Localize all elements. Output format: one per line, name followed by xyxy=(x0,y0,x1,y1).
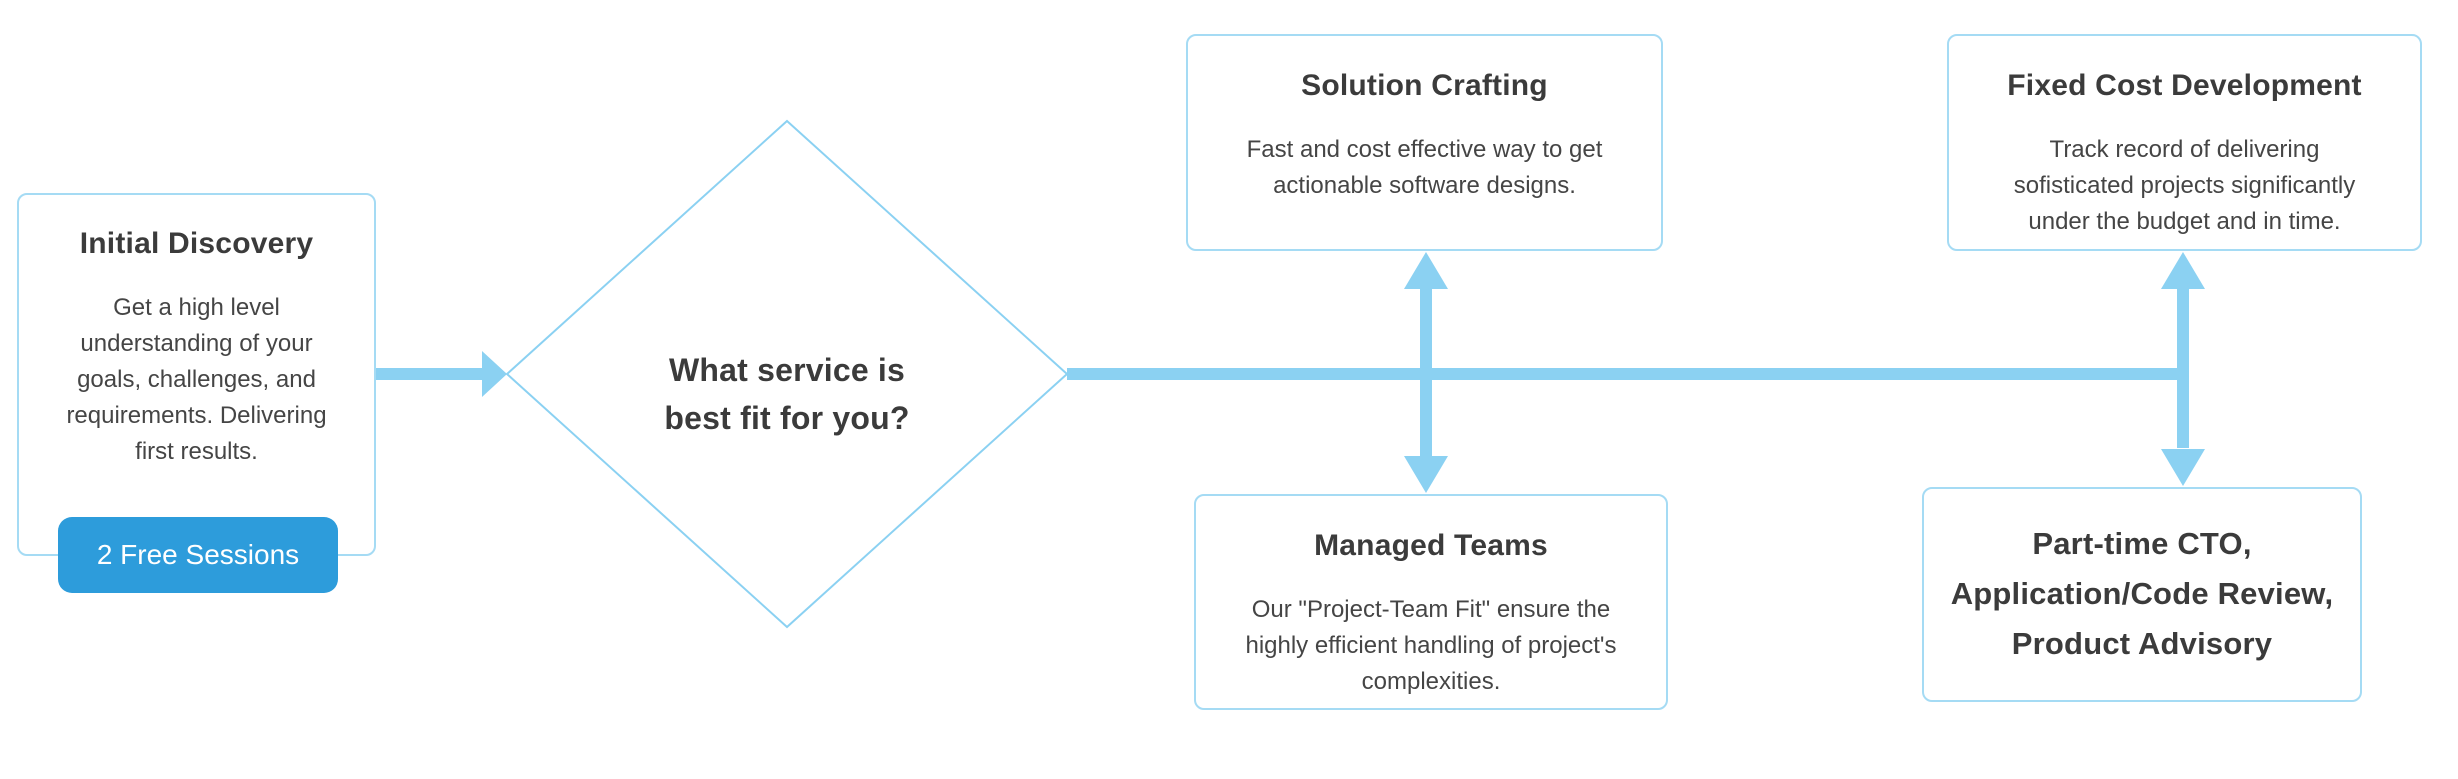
connector-fixed-cto xyxy=(2161,252,2205,486)
node-solution-crafting: Solution Crafting Fast and cost effectiv… xyxy=(1186,34,1663,251)
node-body: Our "Project-Team Fit" ensure the highly… xyxy=(1245,596,1617,695)
node-body: Get a high level understanding of your g… xyxy=(66,294,327,465)
node-managed-teams: Managed Teams Our "Project-Team Fit" ens… xyxy=(1194,494,1668,710)
node-body: Fast and cost effective way to get actio… xyxy=(1246,136,1603,199)
decision-diamond-label: What service is best fit for you? xyxy=(664,352,910,436)
node-part-time-cto: Part-time CTO, Application/Code Review, … xyxy=(1922,487,2362,702)
node-fixed-cost-development: Fixed Cost Development Track record of d… xyxy=(1947,34,2422,251)
node-body: Track record of delivering sofisticated … xyxy=(2013,136,2356,235)
node-title: Solution Crafting xyxy=(1301,69,1548,102)
node-initial-discovery: Initial Discovery Get a high level under… xyxy=(17,193,376,556)
node-title: Initial Discovery xyxy=(79,227,314,260)
free-sessions-button[interactable]: 2 Free Sessions xyxy=(58,517,338,593)
flow-line-main xyxy=(1067,368,2189,380)
node-title: Fixed Cost Development xyxy=(2007,69,2362,102)
connector-solution-managed xyxy=(1404,252,1448,493)
decision-diamond-shape xyxy=(505,119,1069,629)
node-title: Managed Teams xyxy=(1314,529,1548,562)
flow-arrow-discovery-to-decision xyxy=(376,351,507,397)
